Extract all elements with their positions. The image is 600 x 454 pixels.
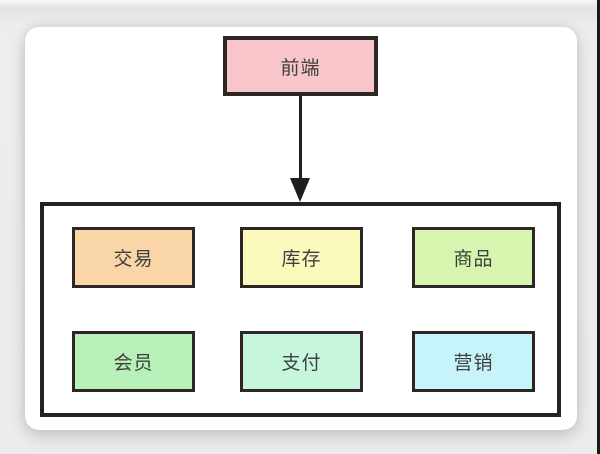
backend-modules-container: 交易 库存 商品 会员 支付 营销 bbox=[40, 202, 561, 417]
diagram-card: 前端 交易 库存 商品 会员 支付 营销 bbox=[25, 27, 577, 430]
module-node-product: 商品 bbox=[412, 227, 535, 288]
module-node-label: 营销 bbox=[453, 353, 494, 374]
module-node-label: 支付 bbox=[281, 353, 322, 374]
arrow-down-icon bbox=[290, 178, 310, 202]
module-node-label: 会员 bbox=[113, 353, 154, 374]
frontend-node: 前端 bbox=[223, 36, 378, 96]
connector-arrow-line bbox=[298, 96, 302, 182]
module-node-label: 交易 bbox=[113, 249, 154, 270]
frontend-node-label: 前端 bbox=[280, 57, 321, 79]
module-node-label: 库存 bbox=[281, 249, 322, 270]
module-node-trade: 交易 bbox=[72, 227, 195, 288]
module-node-member: 会员 bbox=[72, 331, 195, 392]
module-node-payment: 支付 bbox=[240, 331, 363, 392]
module-node-marketing: 营销 bbox=[412, 331, 535, 392]
screenshot-right-edge bbox=[597, 0, 600, 454]
module-node-inventory: 库存 bbox=[240, 227, 363, 288]
module-node-label: 商品 bbox=[453, 249, 494, 270]
